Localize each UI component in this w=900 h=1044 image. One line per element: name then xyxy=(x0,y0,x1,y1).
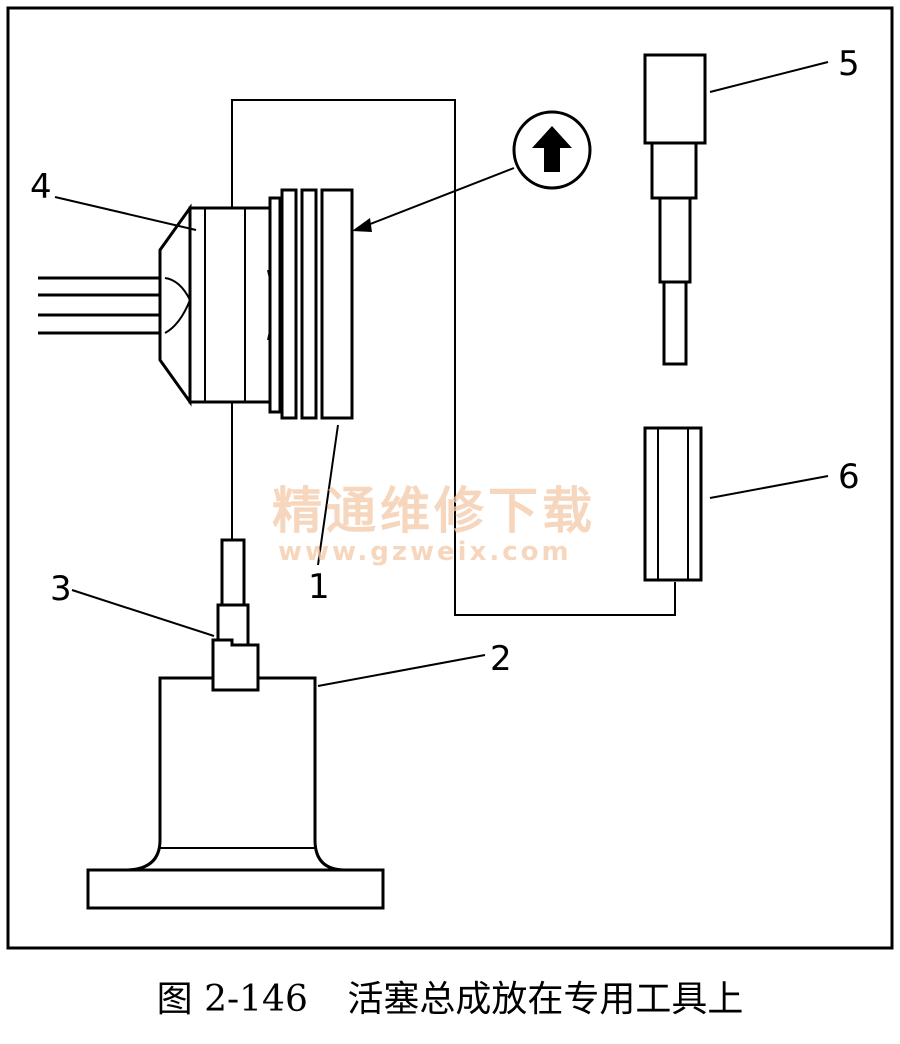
callout-2: 2 xyxy=(490,639,512,679)
piston-assembly xyxy=(38,188,354,420)
figure-title: 活塞总成放在专用工具上 xyxy=(347,979,744,1020)
tool-5-pin xyxy=(643,53,707,366)
marker-leader-arrowhead xyxy=(352,218,372,232)
base-stand xyxy=(86,676,385,910)
figure-frame xyxy=(6,6,894,950)
callout-5: 5 xyxy=(838,44,860,84)
watermark-text: 精通维修下载 xyxy=(272,482,596,540)
tool-6-sleeve xyxy=(643,426,703,582)
up-arrow-icon xyxy=(512,110,592,190)
marker-leader xyxy=(359,167,515,229)
callout-3: 3 xyxy=(50,569,72,609)
callout-4: 4 xyxy=(30,167,52,207)
connection-wire xyxy=(231,99,676,616)
diagram: 1 2 3 4 5 6 精通维修下载 www.gzweix.com xyxy=(6,6,894,950)
callout-6: 6 xyxy=(838,457,860,497)
tool-3-holder xyxy=(211,538,260,692)
callout-1: 1 xyxy=(308,567,330,607)
figure-caption: 图 2-146 活塞总成放在专用工具上 xyxy=(0,970,900,1022)
figure-number: 图 2-146 xyxy=(156,979,308,1020)
callout-leaders xyxy=(54,61,829,687)
watermark-url: www.gzweix.com xyxy=(278,537,572,567)
